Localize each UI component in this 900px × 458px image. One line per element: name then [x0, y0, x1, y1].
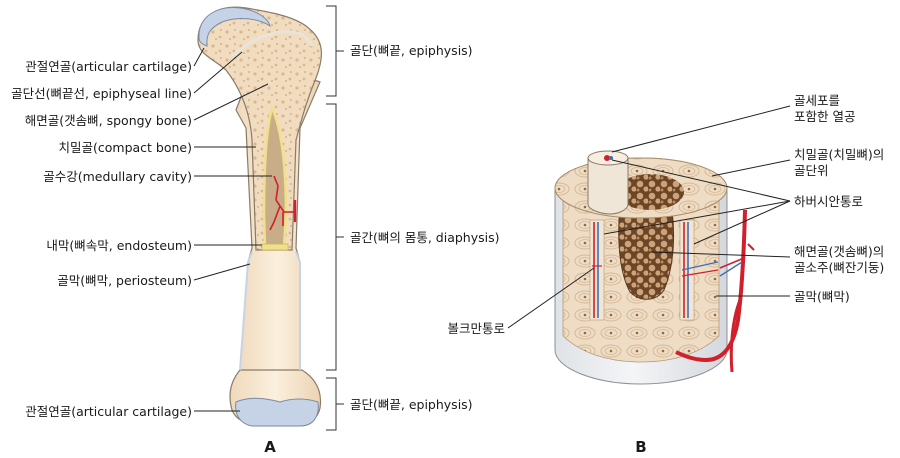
label-endosteum: 내막(뼈속막, endosteum)	[46, 238, 192, 253]
label-osteon-line1: 치밀골(치밀뼈)의	[794, 147, 884, 162]
periosteal-vessels	[675, 209, 755, 373]
nutrient-artery	[269, 175, 297, 231]
bracket-diaphysis	[326, 103, 344, 371]
label-medullary-cavity: 골수강(medullary cavity)	[43, 169, 192, 184]
label-epiphysis-top: 골단(뼈끝, epiphysis)	[350, 43, 473, 58]
label-osteon-line2: 골단위	[794, 163, 829, 178]
label-volkmann-canal: 볼크만통로	[447, 321, 505, 336]
bracket-epiphysis-bottom	[326, 377, 344, 431]
long-bone-diagram	[197, 6, 323, 427]
label-diaphysis: 골간(뼈의 몸통, diaphysis)	[350, 230, 500, 245]
label-trabeculae-line1: 해면골(갯솜뼈)의	[794, 244, 884, 259]
label-periosteum: 골막(뼈막, periosteum)	[57, 273, 192, 288]
articular-cartilage-top	[198, 7, 271, 47]
periosteum	[239, 251, 253, 371]
figure-a-left-labels: 관절연골(articular cartilage) 골단선(뼈끝선, epiph…	[11, 47, 272, 419]
figure-a-right-labels: 골단(뼈끝, epiphysis) 골간(뼈의 몸통, diaphysis) 골…	[326, 5, 500, 431]
articular-cartilage-bottom	[235, 397, 319, 427]
osteon-cylinder	[587, 157, 629, 215]
label-lacunae-line1: 골세포를	[794, 93, 840, 108]
label-trabeculae-line2: 골소주(뼈잔기둥)	[794, 260, 884, 275]
bracket-epiphysis-top	[326, 5, 344, 97]
label-lacunae-line2: 포함한 열공	[794, 109, 855, 124]
panel-label-b: B	[635, 438, 646, 456]
top-marrow-opening	[616, 174, 684, 210]
endosteum	[261, 243, 289, 251]
proximal-epiphysis	[197, 6, 323, 251]
label-articular-cartilage-top: 관절연골(articular cartilage)	[25, 59, 192, 74]
label-articular-cartilage-bottom: 관절연골(articular cartilage)	[25, 404, 192, 419]
figure-b-labels: 골세포를 포함한 열공 치밀골(치밀뼈)의 골단위 하버시안통로 해면골(갯솜뼈…	[447, 93, 884, 336]
label-spongy-bone: 해면골(갯솜뼈, spongy bone)	[25, 113, 192, 128]
haversian-canals	[589, 219, 719, 321]
label-epiphysis-bottom: 골단(뼈끝, epiphysis)	[350, 397, 473, 412]
label-haversian-canal: 하버시안통로	[794, 194, 863, 209]
label-epiphyseal-line: 골단선(뼈끝선, epiphyseal line)	[11, 86, 192, 101]
panel-label-a: A	[264, 438, 276, 456]
label-periosteum-b: 골막(뼈막)	[794, 289, 850, 304]
bone-section-diagram	[554, 150, 755, 385]
epiphyseal-line	[231, 30, 314, 58]
label-compact-bone: 치밀골(compact bone)	[59, 140, 193, 155]
